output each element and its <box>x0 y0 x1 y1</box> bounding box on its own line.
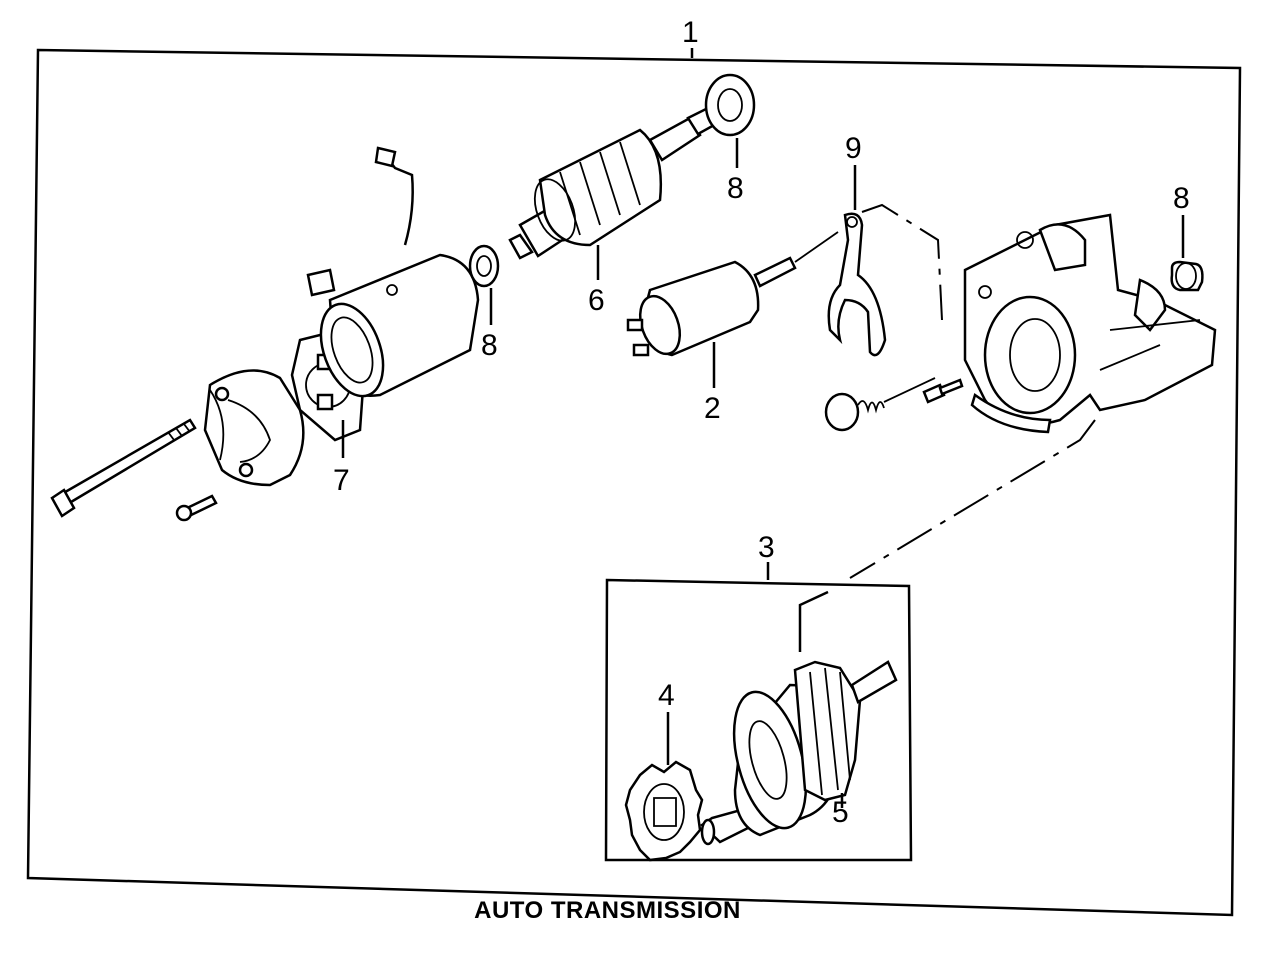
callout-1: 1 <box>682 16 699 49</box>
plunger-spring <box>824 377 936 432</box>
bearing-large <box>704 73 756 137</box>
shift-lever <box>827 212 887 357</box>
callout-8-left: 8 <box>481 329 498 362</box>
callout-8-right: 8 <box>1173 182 1190 215</box>
bearing-small <box>468 244 500 288</box>
assembly-frame <box>26 48 1242 917</box>
connector-line-housing <box>849 419 1096 579</box>
callout-9: 9 <box>845 132 862 165</box>
through-bolt <box>50 418 197 518</box>
end-cover <box>203 369 305 487</box>
housing-bolt <box>922 378 964 404</box>
connector-lever-housing <box>861 203 943 321</box>
solenoid <box>626 256 797 357</box>
overrunning-clutch <box>700 660 898 846</box>
diagram-caption: AUTO TRANSMISSION <box>474 897 741 924</box>
callout-3: 3 <box>758 531 775 564</box>
pinion-gear <box>624 760 704 862</box>
drive-housing <box>963 213 1217 434</box>
field-frame <box>306 146 480 398</box>
callout-6: 6 <box>588 284 605 317</box>
connector-clutch-link <box>798 590 829 652</box>
callout-7: 7 <box>333 464 350 497</box>
callout-2: 2 <box>704 392 721 425</box>
connector-solenoid-lever <box>794 231 839 263</box>
subassembly-frame <box>604 578 913 862</box>
callout-8-top: 8 <box>727 172 744 205</box>
small-screw <box>175 494 218 522</box>
armature <box>508 106 718 260</box>
bushing <box>1170 260 1204 292</box>
callout-5: 5 <box>832 796 849 829</box>
callout-4: 4 <box>658 679 675 712</box>
